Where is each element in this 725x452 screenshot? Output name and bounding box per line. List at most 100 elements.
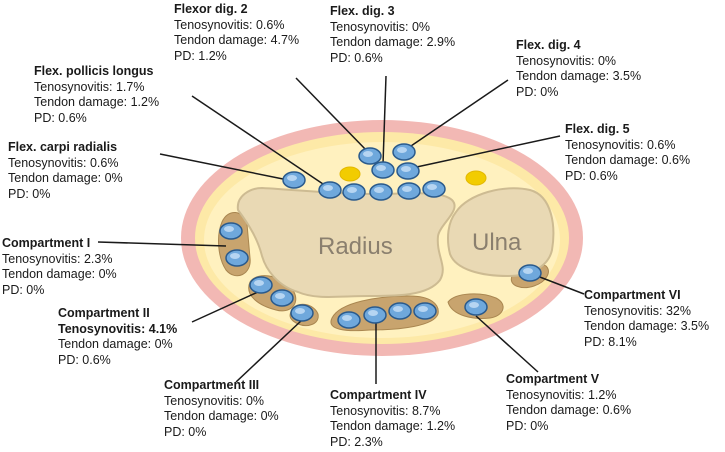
label-row: Tendon damage: 1.2% bbox=[330, 419, 456, 433]
label-row: PD: 0.6% bbox=[565, 168, 618, 183]
label-title: Compartment VI bbox=[584, 288, 681, 302]
tendon-highlight bbox=[469, 302, 479, 308]
label-title: Compartment I bbox=[2, 236, 91, 250]
tendon-highlight bbox=[397, 147, 407, 153]
tendon-highlight bbox=[402, 186, 412, 192]
label-row: Tenosynovitis: 2.3% bbox=[2, 251, 113, 266]
label-row: PD: 0% bbox=[506, 418, 549, 433]
tendon-highlight bbox=[287, 175, 297, 181]
leader-flex-dig-3 bbox=[382, 75, 387, 165]
label-row: Tendon damage: 0% bbox=[164, 409, 279, 423]
label-title: Flex. pollicis longus bbox=[34, 64, 154, 78]
leader-compartment-5 bbox=[475, 315, 539, 373]
leader-flexor-dig-2 bbox=[295, 77, 369, 153]
tendon-highlight bbox=[523, 268, 533, 274]
tendon-highlight bbox=[363, 151, 373, 157]
label-row: Tenosynovitis: 0% bbox=[164, 393, 265, 408]
tendon-highlight bbox=[295, 308, 305, 314]
label-compartment-3: Compartment III Tenosynovitis: 0% Tendon… bbox=[164, 378, 279, 440]
label-compartment-6: Compartment VI Tenosynovitis: 32% Tendon… bbox=[584, 288, 709, 350]
label-row: PD: 0.6% bbox=[58, 352, 111, 367]
label-row: Tenosynovitis: 1.7% bbox=[34, 79, 145, 94]
radius-bone bbox=[236, 186, 456, 298]
label-title: Flex. dig. 5 bbox=[565, 122, 630, 136]
label-row: PD: 0% bbox=[516, 84, 559, 99]
label-flex-dig-3: Flex. dig. 3 Tenosynovitis: 0% Tendon da… bbox=[330, 4, 455, 66]
label-row: PD: 8.1% bbox=[584, 334, 637, 349]
label-title: Flex. dig. 4 bbox=[516, 38, 581, 52]
label-flex-dig-4: Flex. dig. 4 Tenosynovitis: 0% Tendon da… bbox=[516, 38, 641, 100]
label-compartment-2: Compartment II Tenosynovitis: 4.1% Tendo… bbox=[58, 306, 177, 368]
leader-compartment-1 bbox=[97, 241, 227, 247]
artery bbox=[465, 170, 487, 186]
label-row: Tenosynovitis: 1.2% bbox=[506, 387, 617, 402]
label-title: Compartment V bbox=[506, 372, 600, 386]
tendon-highlight bbox=[230, 253, 240, 259]
tendon-highlight bbox=[401, 166, 411, 172]
ulna-label: Ulna bbox=[472, 229, 522, 256]
tendon-highlight bbox=[224, 226, 234, 232]
label-row: Tendon damage: 3.5% bbox=[516, 69, 642, 83]
label-compartment-1: Compartment I Tenosynovitis: 2.3% Tendon… bbox=[2, 236, 117, 298]
label-flexor-dig-2: Flexor dig. 2 Tenosynovitis: 0.6% Tendon… bbox=[174, 2, 299, 64]
tendon-highlight bbox=[342, 315, 352, 321]
label-row: Tenosynovitis: 4.1% bbox=[58, 321, 178, 336]
label-row: Tenosynovitis: 0.6% bbox=[565, 137, 676, 152]
label-row: Tendon damage: 1.2% bbox=[34, 95, 160, 109]
leader-flex-pollicis-longus bbox=[191, 95, 327, 187]
label-row: PD: 0% bbox=[164, 424, 207, 439]
label-row: Tendon damage: 0% bbox=[2, 267, 117, 281]
label-row: Tendon damage: 0% bbox=[8, 171, 123, 185]
label-row: PD: 1.2% bbox=[174, 48, 227, 63]
label-row: Tendon damage: 2.9% bbox=[330, 35, 456, 49]
tendon-highlight bbox=[374, 187, 384, 193]
tendon-highlight bbox=[418, 306, 428, 312]
leader-flex-dig-4 bbox=[407, 79, 509, 149]
label-row: PD: 2.3% bbox=[330, 434, 383, 449]
label-row: Tenosynovitis: 0% bbox=[330, 19, 431, 34]
label-row: PD: 0% bbox=[2, 282, 45, 297]
leader-lines bbox=[97, 75, 585, 384]
label-compartment-4: Compartment IV Tenosynovitis: 8.7% Tendo… bbox=[330, 388, 455, 450]
label-row: Tenosynovitis: 0.6% bbox=[174, 17, 285, 32]
label-row: Tendon damage: 0% bbox=[58, 337, 173, 351]
label-title: Compartment II bbox=[58, 306, 150, 320]
leader-compartment-6 bbox=[531, 273, 585, 295]
label-row: Tendon damage: 0.6% bbox=[565, 153, 691, 167]
label-compartment-5: Compartment V Tenosynovitis: 1.2% Tendon… bbox=[506, 372, 631, 434]
leader-compartment-3 bbox=[235, 319, 303, 383]
leader-flex-carpi-radialis bbox=[159, 153, 289, 181]
label-flex-carpi-radialis: Flex. carpi radialis Tenosynovitis: 0.6%… bbox=[8, 140, 123, 202]
label-row: Tendon damage: 0.6% bbox=[506, 403, 632, 417]
label-title: Compartment III bbox=[164, 378, 260, 392]
label-row: Tenosynovitis: 0% bbox=[516, 53, 617, 68]
leader-flex-dig-5 bbox=[411, 135, 561, 169]
tendon-highlight bbox=[427, 184, 437, 190]
label-title: Flex. dig. 3 bbox=[330, 4, 395, 18]
label-row: Tendon damage: 3.5% bbox=[584, 319, 710, 333]
tendons bbox=[219, 143, 542, 329]
label-row: Tenosynovitis: 0.6% bbox=[8, 155, 119, 170]
tendon-highlight bbox=[368, 310, 378, 316]
label-flex-dig-5: Flex. dig. 5 Tenosynovitis: 0.6% Tendon … bbox=[565, 122, 690, 184]
label-title: Flexor dig. 2 bbox=[174, 2, 248, 16]
label-flex-pollicis-longus: Flex. pollicis longus Tenosynovitis: 1.7… bbox=[34, 64, 159, 126]
tendon-highlight bbox=[376, 165, 386, 171]
label-title: Compartment IV bbox=[330, 388, 427, 402]
label-row: PD: 0% bbox=[8, 186, 51, 201]
leader-compartment-2 bbox=[191, 291, 259, 323]
label-row: Tenosynovitis: 32% bbox=[584, 303, 692, 318]
tendon-highlight bbox=[254, 280, 264, 286]
radius-label: Radius bbox=[318, 233, 393, 260]
label-row: Tenosynovitis: 8.7% bbox=[330, 403, 441, 418]
label-row: PD: 0.6% bbox=[34, 110, 87, 125]
tendon-highlight bbox=[347, 187, 357, 193]
label-row: Tendon damage: 4.7% bbox=[174, 33, 300, 47]
tendon-highlight bbox=[275, 293, 285, 299]
label-title: Flex. carpi radialis bbox=[8, 140, 118, 154]
ulna-bone bbox=[447, 187, 555, 278]
label-row: PD: 0.6% bbox=[330, 50, 383, 65]
tendon-highlight bbox=[323, 185, 333, 191]
artery bbox=[339, 166, 361, 182]
